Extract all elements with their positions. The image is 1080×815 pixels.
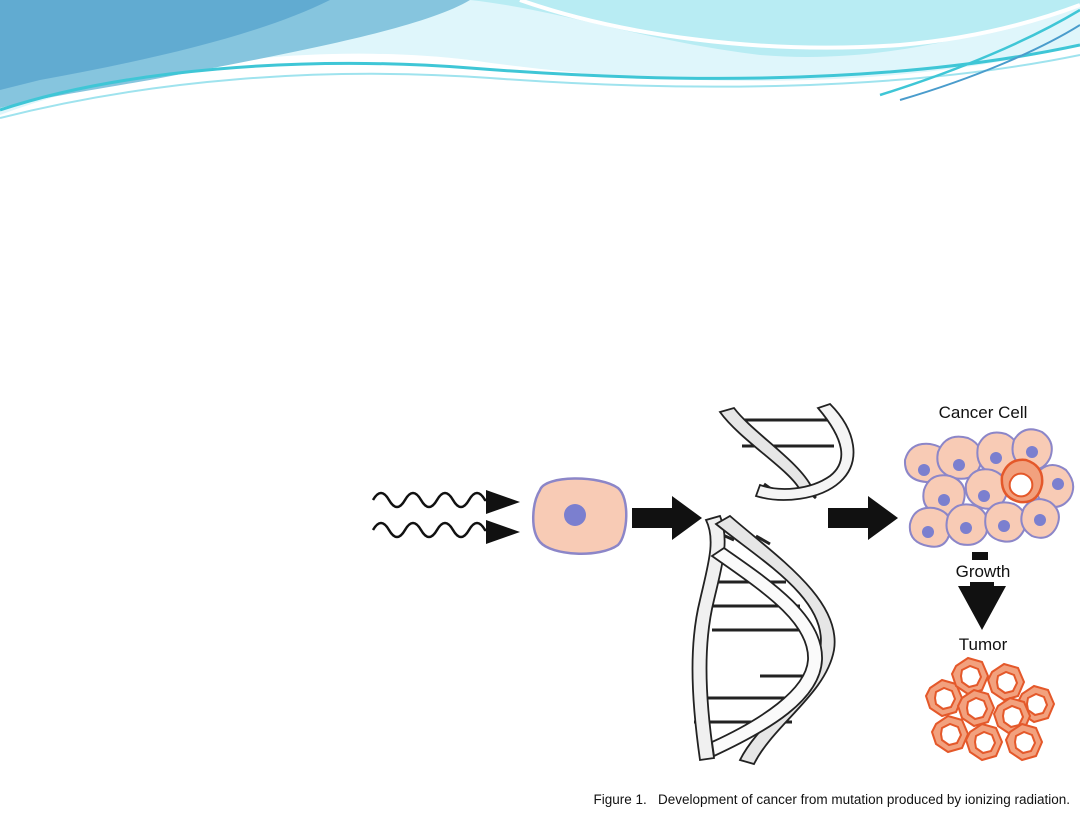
tumor-cell-icon (964, 722, 1004, 762)
tumor-cell-icon (924, 678, 964, 718)
cancer-cell-cluster (903, 428, 1075, 548)
tumor-cell-icon (930, 714, 970, 754)
figure-caption: Figure 1. Development of cancer from mut… (593, 792, 1070, 807)
tumor-cell-icon (992, 696, 1032, 736)
radiation-wave-icon (371, 491, 488, 539)
dna-helix-icon (691, 402, 855, 766)
arrow-right-icon (486, 490, 520, 544)
growth-label: Growth (955, 562, 1011, 581)
header-wave (0, 0, 1080, 119)
cell-icon (532, 477, 628, 555)
tumor-cell-icon (1004, 722, 1044, 762)
tumor-cluster (924, 656, 1056, 762)
tumor-label: Tumor (958, 635, 1008, 654)
arrow-down-icon (958, 552, 1006, 630)
tumor-cell-icon (986, 662, 1026, 702)
tumor-cell-icon (950, 656, 990, 696)
arrow-right-icon (632, 496, 702, 540)
mutated-cell-icon (1000, 458, 1044, 504)
cancer-cell-label: Cancer Cell (938, 403, 1028, 422)
arrow-right-icon (828, 496, 898, 540)
tumor-cell-icon (956, 688, 996, 728)
